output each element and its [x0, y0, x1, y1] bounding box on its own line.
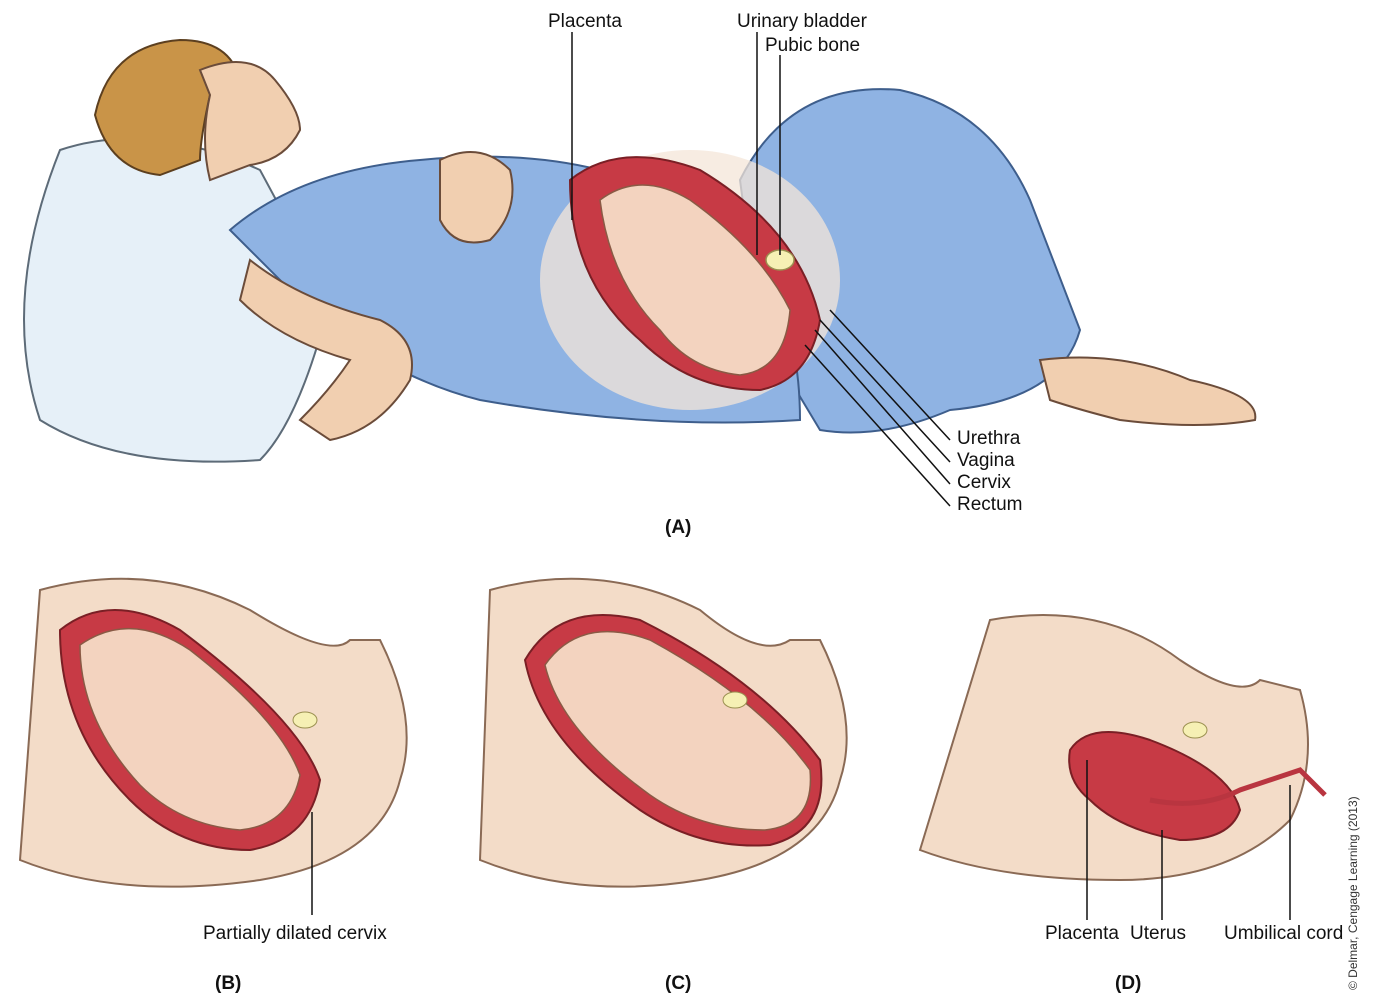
panel-c-illustration: [480, 579, 847, 887]
label-placenta-a: Placenta: [548, 12, 622, 31]
label-pubic-bone: Pubic bone: [765, 36, 860, 55]
panel-b-pubic-bone: [293, 712, 317, 728]
label-vagina: Vagina: [957, 451, 1015, 470]
face: [200, 62, 300, 180]
foot: [1040, 358, 1255, 426]
panel-b-illustration: [20, 579, 407, 915]
caption-c: (C): [665, 974, 691, 993]
label-placenta-d: Placenta: [1045, 924, 1119, 943]
label-urethra: Urethra: [957, 429, 1020, 448]
label-umbilical-cord: Umbilical cord: [1224, 924, 1343, 943]
caption-b: (B): [215, 974, 241, 993]
caption-a: (A): [665, 518, 691, 537]
caption-d: (D): [1115, 974, 1141, 993]
panel-d-pubic-bone: [1183, 722, 1207, 738]
panel-a-illustration: [24, 32, 1255, 506]
label-partially-dilated-cervix: Partially dilated cervix: [203, 924, 387, 943]
label-rectum: Rectum: [957, 495, 1022, 514]
label-urinary-bladder: Urinary bladder: [737, 12, 867, 31]
label-cervix: Cervix: [957, 473, 1011, 492]
label-uterus: Uterus: [1130, 924, 1186, 943]
panel-d-illustration: [920, 615, 1325, 920]
panel-c-pubic-bone: [723, 692, 747, 708]
copyright-credit: © Delmar, Cengage Learning (2013): [1346, 796, 1360, 990]
